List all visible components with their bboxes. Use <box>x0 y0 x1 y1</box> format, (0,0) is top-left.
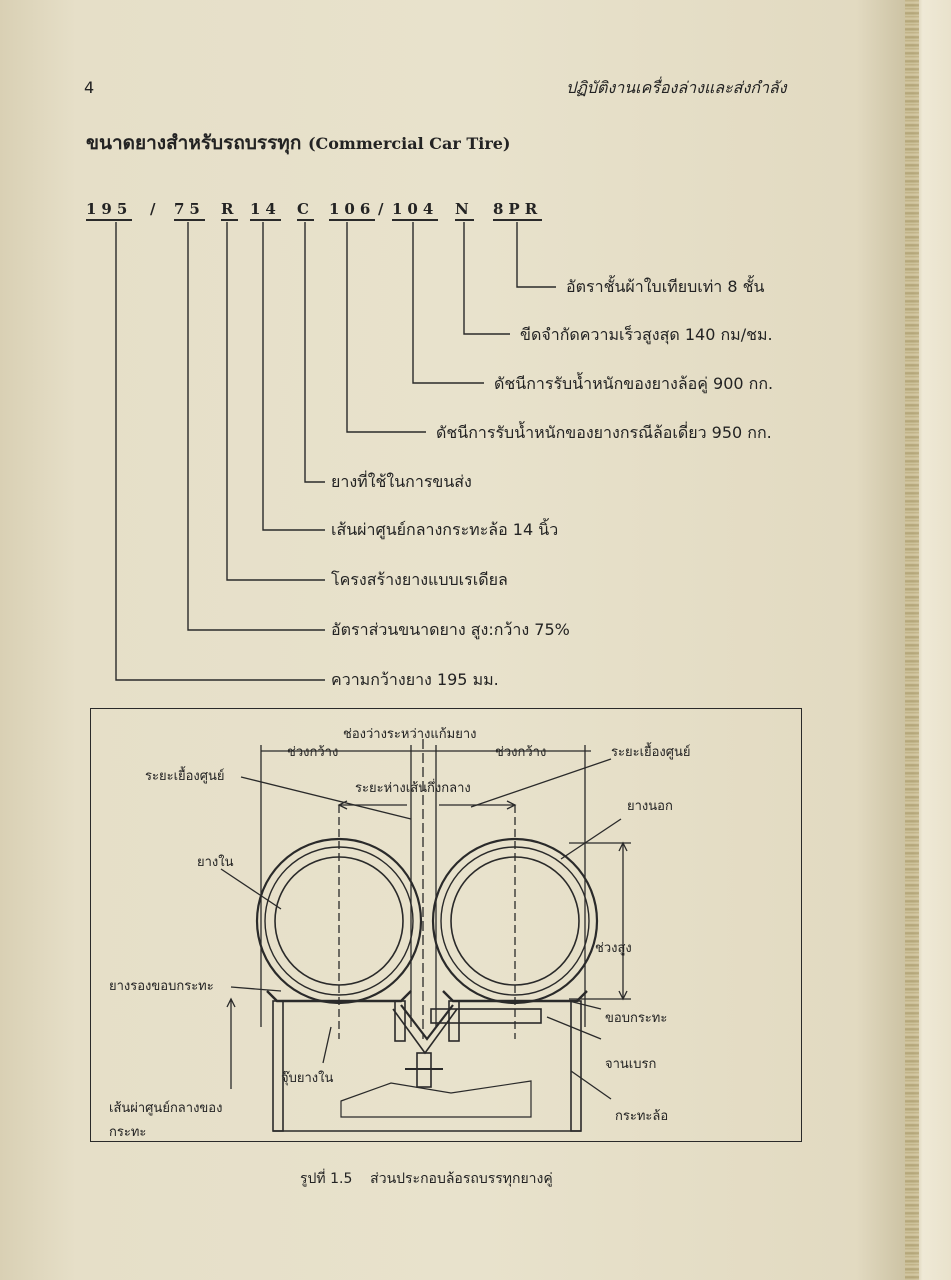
desc-ply: อัตราชั้นผ้าใบเทียบเท่า 8 ชั้น <box>566 277 765 296</box>
code-ply: 8PR <box>493 200 543 221</box>
leader-aspect <box>187 222 325 631</box>
desc-load-single: ดัชนีการรับน้ำหนักของยางกรณีล้อเดี่ยว 95… <box>436 423 772 442</box>
label-offset-right: ระยะเยื้องศูนย์ <box>611 745 691 760</box>
code-load-dual: 104 <box>392 200 439 221</box>
label-width-right: ช่วงกว้าง <box>495 745 547 760</box>
desc-aspect: อัตราส่วนขนาดยาง สูง:กว้าง 75% <box>331 620 570 639</box>
leader-load-dual <box>412 222 484 384</box>
right-outer-tire <box>431 837 599 1005</box>
page-number: 4 <box>84 78 95 97</box>
figure-caption: รูปที่ 1.5 ส่วนประกอบล้อรถบรรทุกยางคู่ <box>300 1168 553 1190</box>
desc-rim: เส้นผ่าศูนย์กลางกระทะล้อ 14 นิ้ว <box>331 520 559 539</box>
dual-wheel-drawing <box>220 739 631 1132</box>
leader-width <box>115 222 325 681</box>
brake-drum <box>430 1008 542 1024</box>
heading-english: (Commercial Car Tire) <box>307 134 511 153</box>
leader-type <box>304 222 325 483</box>
label-height: ช่วงสูง <box>595 941 632 956</box>
left-outer-tire <box>255 837 423 1005</box>
label-wheel: กระทะล้อ <box>615 1109 669 1124</box>
code-width: 195 <box>86 200 133 221</box>
caption-number: รูปที่ 1.5 <box>300 1171 353 1187</box>
dual-wheel-figure: ช่องว่างระหว่างแก้มยาง ช่วงกว้าง ช่วงกว้… <box>90 708 802 1142</box>
left-rim <box>266 990 412 1003</box>
code-slash-1: / <box>150 200 156 218</box>
caption-text: ส่วนประกอบล้อรถบรรทุกยางคู่ <box>370 1171 553 1187</box>
code-construction: R <box>221 200 239 221</box>
wheel-disc <box>400 1004 454 1041</box>
leader-load-single <box>346 222 426 433</box>
leader-construction <box>226 222 325 581</box>
section-heading: ขนาดยางสำหรับรถบรรทุก (Commercial Car Ti… <box>86 128 511 158</box>
code-speed: N <box>455 200 474 221</box>
code-slash-2: / <box>378 200 384 218</box>
leader-speed <box>463 222 510 335</box>
desc-type: ยางที่ใช้ในการขนส่ง <box>331 472 472 491</box>
label-rim-diameter-1: เส้นผ่าศูนย์กลางของ <box>109 1101 223 1116</box>
right-rim <box>442 990 588 1003</box>
right-inner-tube <box>450 856 580 986</box>
book-spine <box>905 0 919 1280</box>
heading-thai: ขนาดยางสำหรับรถบรรทุก <box>86 132 302 154</box>
label-brake-drum: จานเบรก <box>605 1057 657 1072</box>
label-width-left: ช่วงกว้าง <box>287 745 339 760</box>
desc-load-dual: ดัชนีการรับน้ำหนักของยางล้อคู่ 900 กก. <box>494 374 774 393</box>
desc-width: ความกว้างยาง 195 มม. <box>331 670 499 689</box>
label-rim-flange: ขอบกระทะ <box>605 1011 668 1026</box>
label-dual-spacing: ช่องว่างระหว่างแก้มยาง <box>343 727 477 742</box>
left-inner-tube <box>274 856 404 986</box>
label-valve: จุ๊บยางใน <box>281 1071 334 1086</box>
code-rim: 14 <box>250 200 281 221</box>
label-rim-flap: ยางรองขอบกระทะ <box>109 979 214 994</box>
leader-ply <box>516 222 556 288</box>
label-inner-tube: ยางใน <box>197 855 234 870</box>
label-center-distance: ระยะห่างเส้นกึ่งกลาง <box>355 781 471 796</box>
label-rim-diameter-2: กระทะ <box>109 1125 147 1140</box>
leader-rim <box>262 222 325 531</box>
desc-speed: ขีดจำกัดความเร็วสูงสุด 140 กม/ชม. <box>520 325 773 344</box>
running-head: ปฏิบัติงานเครื่องล่างและส่งกำลัง <box>566 78 787 97</box>
desc-construction: โครงสร้างยางแบบเรเดียล <box>331 570 508 589</box>
label-offset-left: ระยะเยื้องศูนย์ <box>145 769 225 784</box>
code-aspect: 75 <box>174 200 205 221</box>
label-outer-tire: ยางนอก <box>627 799 673 814</box>
code-load-single: 106 <box>329 200 376 221</box>
code-type: C <box>297 200 314 221</box>
